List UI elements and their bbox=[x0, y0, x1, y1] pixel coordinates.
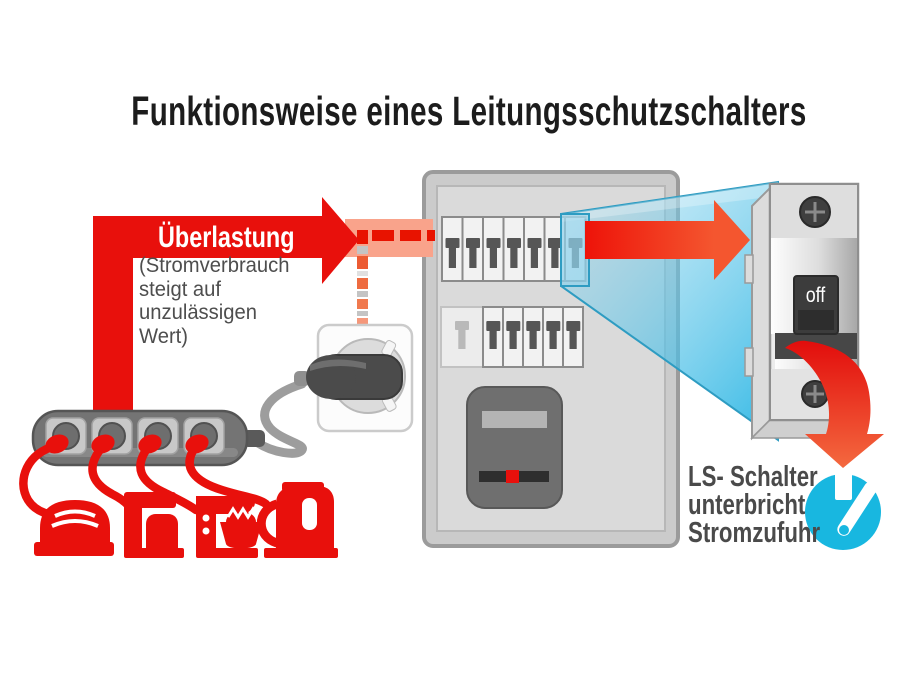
current-arrow bbox=[585, 200, 750, 280]
kettle-icon bbox=[256, 482, 338, 558]
toaster-icon bbox=[34, 500, 114, 556]
breaker-switch bbox=[793, 275, 839, 335]
result-note: LS- Schalter unterbricht Stromzufuhr bbox=[688, 461, 821, 549]
plug-cable bbox=[253, 379, 307, 458]
electricity-meter bbox=[466, 386, 563, 509]
appliance-plugs bbox=[45, 434, 209, 454]
screw-icon bbox=[799, 196, 831, 228]
overload-dashes bbox=[372, 230, 435, 241]
screw-icon bbox=[801, 380, 829, 408]
din-clip bbox=[744, 347, 754, 377]
din-clip bbox=[744, 254, 754, 284]
strip-cord-stub bbox=[243, 430, 265, 447]
overload-description: (Stromverbrauch steigt auf unzulässigen … bbox=[139, 253, 290, 348]
page-title: Funktionsweise eines Leitungsschutzschal… bbox=[131, 88, 807, 134]
breaker-row-bottom bbox=[440, 306, 584, 368]
meter-display bbox=[482, 411, 547, 428]
coffee-machine-icon bbox=[124, 492, 184, 558]
highlighted-breaker bbox=[560, 213, 590, 287]
open-switch-icon bbox=[805, 472, 881, 550]
appliance-cables bbox=[19, 441, 271, 519]
power-plug bbox=[294, 354, 403, 400]
meter-marker bbox=[506, 470, 519, 483]
overload-arrow bbox=[93, 197, 359, 412]
wall-wire-dashed bbox=[357, 230, 368, 326]
off-label: off bbox=[805, 284, 825, 307]
overload-arrow-label: Überlastung bbox=[158, 221, 295, 254]
trip-arrow bbox=[785, 340, 884, 468]
food-processor-icon bbox=[196, 496, 262, 558]
